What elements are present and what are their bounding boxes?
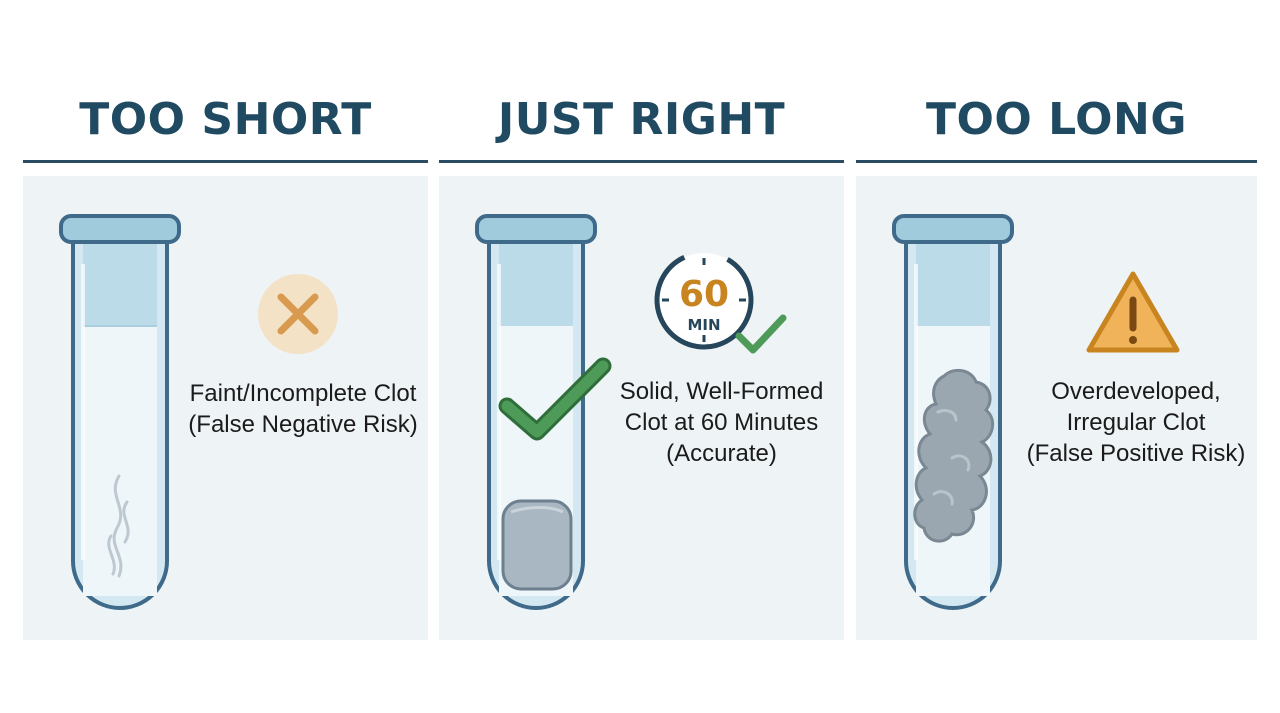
solid-clot — [501, 499, 573, 591]
panel: Overdeveloped, Irregular Clot (False Pos… — [856, 176, 1257, 640]
divider — [23, 160, 428, 163]
panel: Faint/Incomplete Clot (False Negative Ri… — [23, 176, 428, 640]
warning-icon — [1086, 271, 1180, 353]
panel: 60 MIN Solid, Well-Formed Clot at 60 Min… — [439, 176, 844, 640]
column-title: JUST RIGHT — [497, 94, 786, 145]
caption-line: Overdeveloped, — [1051, 378, 1221, 405]
caption: Overdeveloped, Irregular Clot (False Pos… — [1026, 376, 1246, 469]
timer-value: 60 — [679, 274, 729, 315]
divider — [856, 160, 1257, 163]
faint-clot-wisps — [107, 474, 130, 578]
column-too-long: TOO LONG — [856, 0, 1257, 713]
column-title: TOO SHORT — [79, 94, 372, 145]
caption-line: Faint/Incomplete Clot — [189, 380, 417, 407]
column-title: TOO LONG — [926, 94, 1187, 145]
caption: Solid, Well-Formed Clot at 60 Minutes (A… — [609, 376, 834, 469]
test-tube — [59, 214, 181, 610]
caption-line: Solid, Well-Formed — [619, 378, 824, 405]
caption-line: Irregular Clot — [1066, 409, 1206, 436]
column-just-right: JUST RIGHT — [439, 0, 844, 713]
divider — [439, 160, 844, 163]
column-too-short: TOO SHORT — [23, 0, 428, 713]
caption-line: (False Positive Risk) — [1026, 440, 1246, 467]
caption-line: Clot at 60 Minutes — [624, 409, 819, 436]
irregular-clot — [913, 368, 995, 543]
caption: Faint/Incomplete Clot (False Negative Ri… — [188, 378, 418, 440]
x-icon — [258, 274, 338, 354]
caption-line: (False Negative Risk) — [188, 411, 418, 438]
timer-unit: MIN — [687, 316, 720, 334]
caption-line: (Accurate) — [666, 440, 777, 467]
timer-icon: 60 MIN — [654, 250, 787, 354]
check-icon — [498, 357, 612, 441]
